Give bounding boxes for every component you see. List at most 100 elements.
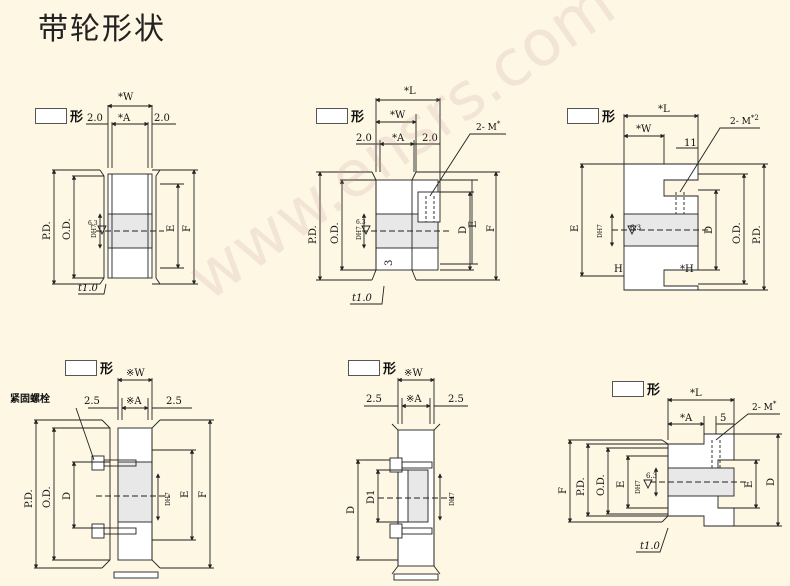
e-label: E xyxy=(744,481,755,488)
shape-code-box xyxy=(65,359,97,376)
a-label: *A xyxy=(392,133,405,144)
od-label: O.D. xyxy=(42,486,53,508)
d-label: D xyxy=(766,478,777,486)
shape-suffix: 形 xyxy=(70,110,84,125)
shape-suffix: 形 xyxy=(647,383,661,398)
page-title: 带轮形状 xyxy=(38,12,166,47)
a-label: *A xyxy=(118,113,131,124)
w-label: ※W xyxy=(404,368,423,379)
roughness-label: 6.3 xyxy=(646,472,657,480)
l-label: *L xyxy=(690,388,702,399)
roughness-label: 6.3 xyxy=(630,224,641,232)
pd-label: P.D. xyxy=(42,221,53,240)
dim-right-label: 2.0 xyxy=(422,133,438,144)
dim-right-label: 2.0 xyxy=(154,113,170,124)
od-label: O.D. xyxy=(732,222,743,244)
e-label: E xyxy=(468,221,479,228)
drawing-2 xyxy=(316,97,506,305)
screw-spec-label: 2- M xyxy=(476,123,497,133)
shape-code-box xyxy=(348,359,380,376)
dh7-label: DH7 xyxy=(635,480,642,494)
w-label: *W xyxy=(390,110,406,121)
dim-11-label: 11 xyxy=(684,138,697,149)
shape-tag-6: 形 xyxy=(612,379,660,398)
d-label: D xyxy=(346,506,357,514)
roughness-label: 6.3 xyxy=(88,220,98,227)
od-label: O.D. xyxy=(330,222,341,244)
a-label: ※A xyxy=(126,396,142,407)
l-label: *L xyxy=(658,104,670,115)
dim-left-label: 2.0 xyxy=(87,113,103,124)
drawing-3 xyxy=(579,113,768,291)
w-label: *W xyxy=(636,124,652,135)
e-label: E xyxy=(180,491,191,498)
dim-left-label: 2.5 xyxy=(84,396,100,407)
drawing-4 xyxy=(33,377,214,579)
screw-label: 2- M* xyxy=(752,400,777,413)
dh7-label: DH7 xyxy=(356,226,363,240)
e-label: E xyxy=(616,481,627,488)
pd-label: P.D. xyxy=(752,225,763,244)
w-label: ※W xyxy=(126,368,145,379)
roughness-label: 6.3 xyxy=(356,219,366,226)
shape-tag-4: 形 xyxy=(65,358,113,377)
screw-note-label: * xyxy=(497,120,501,128)
shape-code-box xyxy=(35,107,67,124)
f-label: F xyxy=(198,491,209,498)
shape-code-box xyxy=(316,107,348,124)
shape-suffix: 形 xyxy=(383,362,397,377)
pd-label: P.D. xyxy=(308,225,319,244)
dim-5-label: 5 xyxy=(720,413,726,424)
d-label: D xyxy=(458,226,469,234)
f-label: F xyxy=(558,487,569,494)
shape-suffix: 形 xyxy=(351,110,365,125)
thickness-label: t1.0 xyxy=(78,283,99,294)
shape-suffix: 形 xyxy=(602,110,616,125)
thickness-label: t1.0 xyxy=(352,293,373,304)
screw-note-label: * xyxy=(773,400,777,408)
thickness-label: t1.0 xyxy=(640,541,661,552)
screw-spec-label: 2- M xyxy=(752,403,773,413)
shape-tag-5: 形 xyxy=(348,358,396,377)
drawing-6 xyxy=(567,397,782,553)
dh7-label: DH7 xyxy=(597,224,604,238)
drawing-5 xyxy=(355,377,468,581)
shape-tag-3: 形 xyxy=(567,106,615,125)
shape-tag-1: 形 xyxy=(35,106,83,125)
a-label: ※A xyxy=(406,394,422,405)
set-screw-label: 紧固螺栓 xyxy=(10,392,50,405)
dim-3-label: 3 xyxy=(384,260,395,266)
shape-code-box xyxy=(612,380,644,397)
pd-label: P.D. xyxy=(24,489,35,508)
a-label: *A xyxy=(680,413,693,424)
h-label: H xyxy=(614,264,623,275)
e-label: E xyxy=(570,225,581,232)
dh7-label: DH7 xyxy=(91,224,98,238)
od-label: O.D. xyxy=(596,474,607,496)
shape-tag-2: 形 xyxy=(316,106,364,125)
l-label: *L xyxy=(404,86,416,97)
dim-left-label: 2.0 xyxy=(356,133,372,144)
d-label: D xyxy=(62,492,73,500)
h-star-label: *H xyxy=(680,264,694,275)
dim-left-label: 2.5 xyxy=(366,394,382,405)
od-label: O.D. xyxy=(62,218,73,240)
dim-right-label: 2.5 xyxy=(448,394,464,405)
screw-spec-label: 2- M xyxy=(730,117,751,127)
screw-label: 2- M*2 xyxy=(730,114,759,127)
f-label: F xyxy=(182,225,193,232)
dh7-label: DH7 xyxy=(165,492,172,506)
f-label: F xyxy=(486,225,497,232)
screw-label: 2- M* xyxy=(476,120,501,133)
dim-right-label: 2.5 xyxy=(166,396,182,407)
shape-code-box xyxy=(567,107,599,124)
shape-suffix: 形 xyxy=(100,362,114,377)
screw-note-label: *2 xyxy=(751,114,759,122)
drawing-1 xyxy=(51,103,198,295)
e-label: E xyxy=(166,225,177,232)
dh7-label: DH7 xyxy=(449,492,456,506)
d1-label: D1 xyxy=(366,490,377,504)
d-label: D xyxy=(704,226,715,234)
pd-label: P.D. xyxy=(576,477,587,496)
